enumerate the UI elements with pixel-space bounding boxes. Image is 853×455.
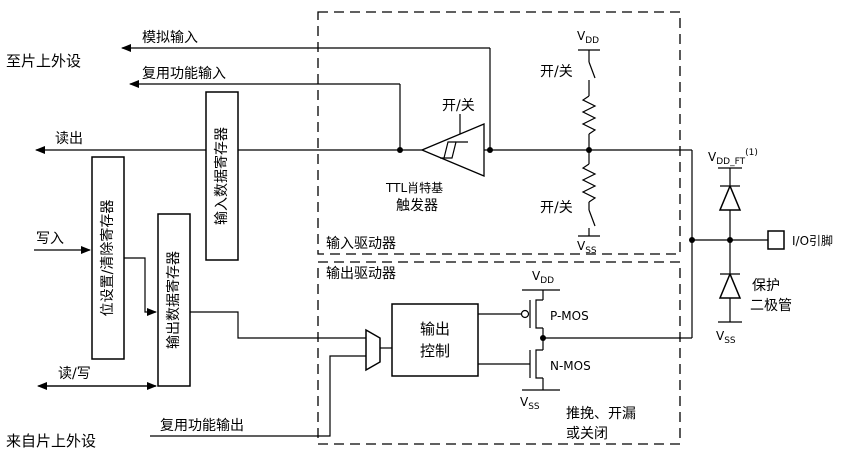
protection-diode-top	[718, 184, 742, 211]
write-in-label: 写入	[36, 231, 64, 247]
vdd-ft-label: VDD_FT(1)	[708, 148, 758, 167]
pulldown-resistor	[581, 163, 597, 203]
output-mode-label-2: 或关闭	[566, 426, 608, 442]
pulldown-switch-label: 开/关	[540, 200, 573, 216]
ttl-switch-label: 开/关	[442, 98, 475, 114]
from-peripheral-label: 来自片上外设	[6, 432, 96, 450]
vss-mid-label: VSS	[577, 239, 597, 256]
input-data-register-label: 输入数据寄存器	[213, 127, 230, 225]
vss-right-label: VSS	[716, 329, 736, 346]
output-control-block	[391, 303, 479, 377]
ttl-label-2: 触发器	[396, 198, 438, 214]
bit-set-reset-register	[91, 156, 125, 360]
output-driver-label: 输出驱动器	[326, 266, 396, 282]
protect-label-1: 保护	[752, 278, 780, 294]
output-data-register-label: 输出数据寄存器	[165, 251, 182, 349]
output-control-label-2: 控制	[420, 342, 450, 360]
vdd-top-label: VDD	[577, 29, 599, 46]
io-pin	[767, 230, 785, 250]
af-input-label: 复用功能输入	[142, 65, 226, 82]
input-driver-label: 输入驱动器	[326, 236, 396, 252]
protection-diode-bottom	[718, 272, 742, 299]
pulldown-switch	[588, 209, 596, 227]
af-output-label: 复用功能输出	[160, 417, 244, 434]
nmos-channel	[535, 349, 543, 379]
vdd-out-label: VDD	[532, 269, 554, 286]
input-driver-box	[317, 11, 681, 255]
protect-label-2: 二极管	[750, 298, 792, 314]
schmitt-hysteresis-symbol	[440, 141, 468, 159]
bsrr-to-odr-line	[124, 257, 157, 316]
read-out-label: 读出	[55, 130, 83, 147]
output-driver-box	[317, 261, 681, 445]
output-mux	[365, 328, 381, 372]
output-mode-label-1: 推挽、开漏	[566, 406, 636, 422]
output-control-label-1: 输出	[420, 320, 450, 338]
junction-dot	[397, 147, 403, 153]
pullup-switch	[588, 61, 596, 79]
vss-out-label: VSS	[520, 395, 540, 412]
junction-dot	[487, 147, 493, 153]
pullup-resistor	[581, 95, 597, 135]
pullup-switch-label: 开/关	[540, 64, 573, 80]
pmos-label: P-MOS	[550, 309, 589, 323]
nmos-label: N-MOS	[550, 359, 591, 373]
af-output-line	[150, 355, 366, 437]
to-peripheral-label: 至片上外设	[6, 52, 81, 70]
io-pin-label: I/O引脚	[792, 233, 833, 248]
ttl-label-1: TTL肖特基	[385, 180, 443, 195]
read-write-label: 读/写	[58, 365, 91, 382]
analog-input-label: 模拟输入	[142, 30, 198, 46]
bit-set-reset-register-label: 位设置/清除寄存器	[99, 200, 116, 317]
schmitt-hysteresis-symbol-2	[443, 141, 456, 159]
pmos-channel	[535, 299, 543, 329]
pmos-gate-bubble	[520, 309, 530, 319]
schmitt-trigger	[420, 123, 485, 177]
input-data-register	[205, 91, 239, 261]
odr-to-mux-line	[190, 311, 366, 339]
output-data-register	[157, 213, 191, 387]
